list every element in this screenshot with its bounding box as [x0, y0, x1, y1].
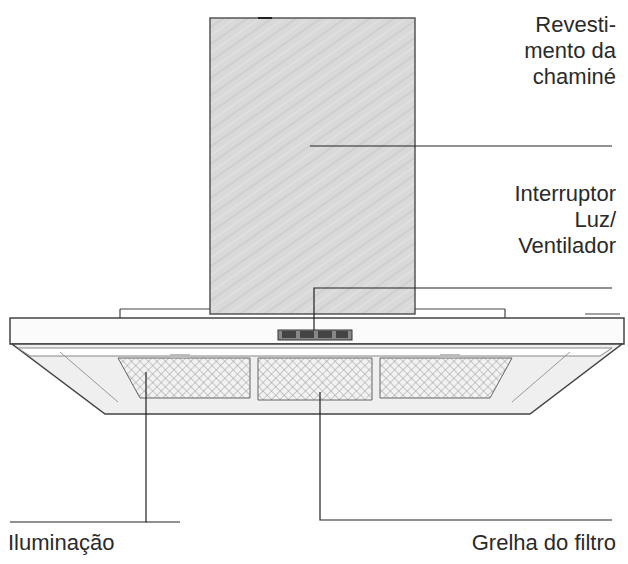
hood-canopy [12, 344, 622, 414]
switch-panel [278, 330, 352, 340]
filter-grille [380, 358, 512, 398]
chimney-cover [210, 18, 415, 314]
filter-grille [118, 358, 250, 398]
part-label: Grelha do filtro [472, 530, 616, 556]
part-label: Iluminação [8, 530, 114, 556]
part-label: Revesti- mento da chaminé [516, 12, 616, 90]
hood-body [10, 318, 624, 344]
part-label: Interruptor Luz/ Ventilador [491, 181, 616, 259]
filter-grille [258, 358, 372, 400]
